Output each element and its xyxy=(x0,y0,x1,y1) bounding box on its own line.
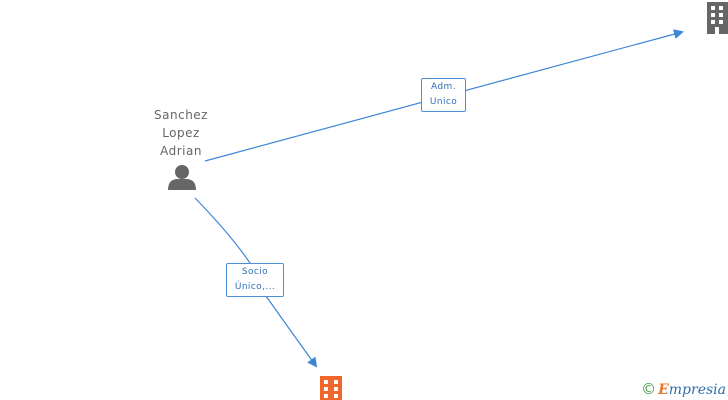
edge-label-line: Único,... xyxy=(234,282,276,292)
edge-label-line: Adm. xyxy=(431,82,456,92)
person-name-line: Lopez xyxy=(162,126,200,140)
edge-label-socio[interactable]: Socio Único,... xyxy=(226,263,284,297)
building-icon[interactable] xyxy=(707,2,728,34)
person-name[interactable]: Sanchez Lopez Adrian xyxy=(140,106,222,160)
building-icon[interactable] xyxy=(320,376,342,400)
brand-logo-letter: E xyxy=(658,382,669,398)
empresia-watermark: ©Empresia xyxy=(641,380,726,398)
person-name-line: Adrian xyxy=(160,144,202,158)
edge-socio-line xyxy=(194,197,316,366)
brand-logo-text: mpresia xyxy=(668,382,726,398)
person-icon[interactable] xyxy=(168,165,196,190)
edge-label-adm[interactable]: Adm. Unico xyxy=(421,78,466,112)
person-name-line: Sanchez xyxy=(154,108,208,122)
copyright-icon: © xyxy=(641,380,657,398)
edge-label-line: Socio xyxy=(241,267,269,277)
edge-label-line: Unico xyxy=(429,97,458,107)
